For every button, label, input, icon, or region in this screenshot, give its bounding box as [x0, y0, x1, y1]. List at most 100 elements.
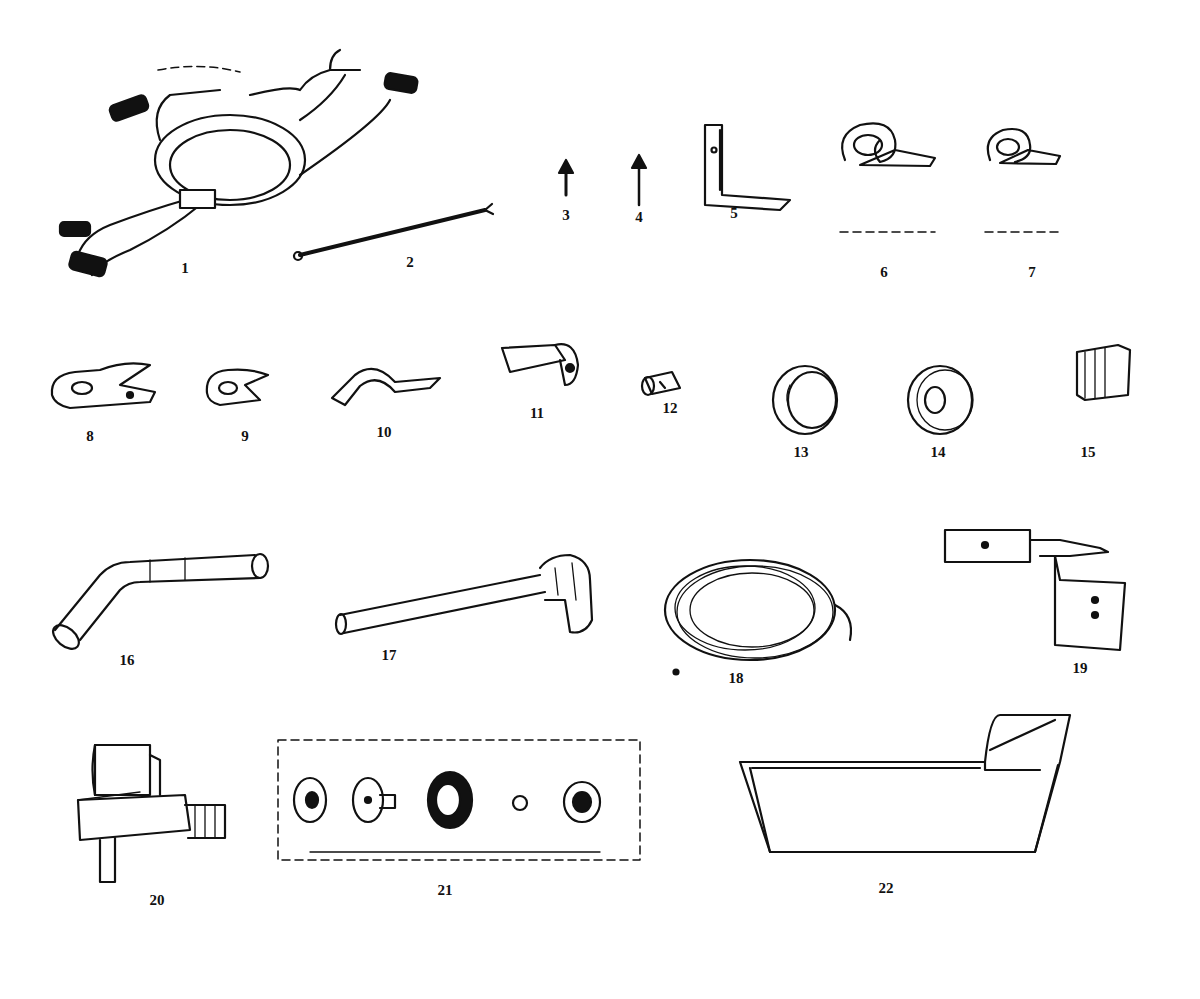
- water-valve: [78, 792, 140, 800]
- clip: [332, 369, 440, 405]
- tube: [336, 614, 346, 634]
- clamp: [997, 139, 1019, 155]
- wire-harness: [300, 100, 390, 175]
- screw: [638, 167, 641, 205]
- callout-number: 8: [86, 429, 94, 444]
- elbow-pipe: [80, 578, 260, 640]
- clip: [219, 382, 237, 394]
- clamp: [988, 129, 1060, 164]
- water-valve: [100, 838, 115, 882]
- wire-harness: [157, 90, 220, 140]
- mounting-bracket: [1092, 597, 1098, 603]
- callout-number: 4: [635, 210, 643, 225]
- wire-harness: [384, 72, 418, 93]
- clip: [127, 392, 133, 398]
- clip: [207, 370, 268, 405]
- fitting-kit: [278, 740, 640, 860]
- wire-harness: [60, 222, 90, 236]
- tube: [336, 555, 592, 634]
- wire-harness: [180, 190, 215, 208]
- fitting-kit: [365, 797, 371, 803]
- rod: [300, 210, 485, 255]
- mounting-bracket: [1055, 556, 1125, 650]
- clamp: [985, 231, 1060, 233]
- pad: [1077, 345, 1130, 400]
- clamp: [985, 129, 1060, 232]
- fitting-kit: [380, 795, 395, 808]
- callout-number: 16: [120, 653, 135, 668]
- screw: [559, 160, 573, 195]
- tubing-coil: [665, 560, 835, 660]
- tape-roll: [917, 370, 973, 430]
- wire-harness: [158, 66, 240, 72]
- pad: [1085, 348, 1105, 398]
- callout-number: 20: [150, 893, 165, 908]
- callout-number: 3: [562, 208, 570, 223]
- callout-number: 15: [1081, 445, 1096, 460]
- water-valve: [93, 745, 96, 795]
- rod: [485, 204, 493, 214]
- tape-roll: [908, 366, 972, 434]
- ring: [788, 372, 836, 428]
- callout-number: 17: [382, 648, 397, 663]
- clamp: [842, 123, 935, 166]
- callout-number: 13: [794, 445, 809, 460]
- callout-number: 21: [438, 883, 453, 898]
- wire-harness: [68, 251, 107, 278]
- ice-tray: [740, 715, 1070, 852]
- ice-tray: [740, 715, 1070, 852]
- clamp: [840, 231, 935, 233]
- mounting-bracket: [1030, 540, 1108, 556]
- pad: [1077, 345, 1130, 400]
- callout-number: 9: [241, 429, 249, 444]
- clip: [52, 363, 155, 408]
- ring: [773, 366, 837, 434]
- fastener: [566, 364, 574, 372]
- callout-number: 1: [181, 261, 189, 276]
- bracket: [719, 130, 721, 190]
- ice-tray: [985, 762, 1040, 770]
- water-valve: [78, 745, 225, 882]
- grommet: [645, 372, 680, 394]
- ring: [787, 385, 790, 405]
- fitting-kit: [306, 792, 318, 808]
- water-valve: [195, 805, 215, 838]
- callout-number: 19: [1073, 661, 1088, 676]
- callout-number: 18: [729, 671, 744, 686]
- tube: [540, 555, 592, 633]
- fastener: [555, 344, 578, 385]
- mounting-bracket: [945, 530, 1125, 650]
- tube: [555, 563, 576, 600]
- screw: [632, 155, 646, 205]
- bracket: [705, 125, 790, 210]
- bracket: [705, 125, 790, 210]
- callout-number: 2: [406, 255, 414, 270]
- water-valve: [150, 755, 160, 795]
- fitting-kit: [278, 740, 640, 860]
- fitting-kit: [353, 778, 383, 822]
- tubing-coil: [690, 573, 814, 647]
- elbow-pipe: [49, 620, 84, 653]
- elbow-pipe: [49, 554, 268, 654]
- wire-harness: [155, 115, 305, 205]
- wire-harness: [300, 75, 345, 120]
- ice-tray: [750, 765, 1058, 852]
- callout-number: 22: [879, 881, 894, 896]
- wire-harness: [250, 70, 360, 95]
- tube: [340, 575, 545, 633]
- wire-harness: [108, 94, 149, 122]
- clip: [72, 382, 92, 394]
- fitting-kit: [310, 851, 600, 852]
- water-valve: [185, 805, 225, 838]
- wire-harness: [60, 50, 418, 277]
- mounting-bracket: [945, 530, 1030, 562]
- fitting-kit: [294, 778, 326, 822]
- tubing-coil: [674, 670, 679, 675]
- elbow-pipe: [252, 554, 268, 578]
- fitting-kit: [573, 792, 591, 812]
- wire-harness: [330, 50, 340, 70]
- fitting-kit: [513, 796, 527, 810]
- rod: [294, 252, 302, 260]
- fastener: [502, 344, 578, 385]
